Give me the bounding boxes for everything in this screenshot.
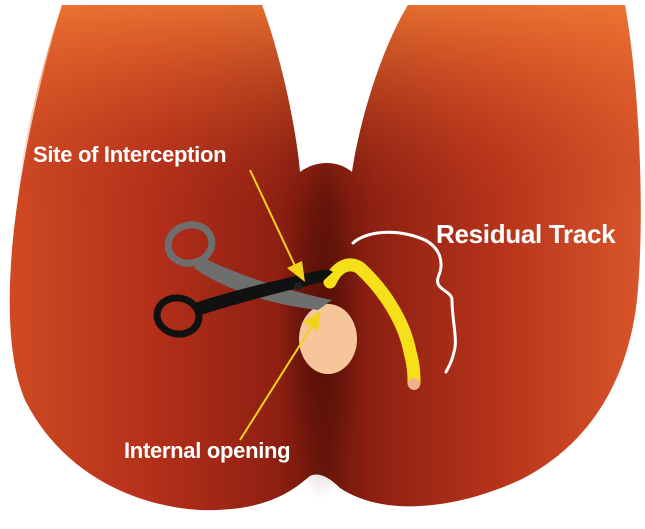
external-opening <box>408 378 420 390</box>
label-internal-opening: Internal opening <box>124 438 290 464</box>
label-residual-track: Residual Track <box>436 219 615 250</box>
internal-opening <box>299 304 357 374</box>
label-site-of-interception: Site of Interception <box>33 142 226 168</box>
